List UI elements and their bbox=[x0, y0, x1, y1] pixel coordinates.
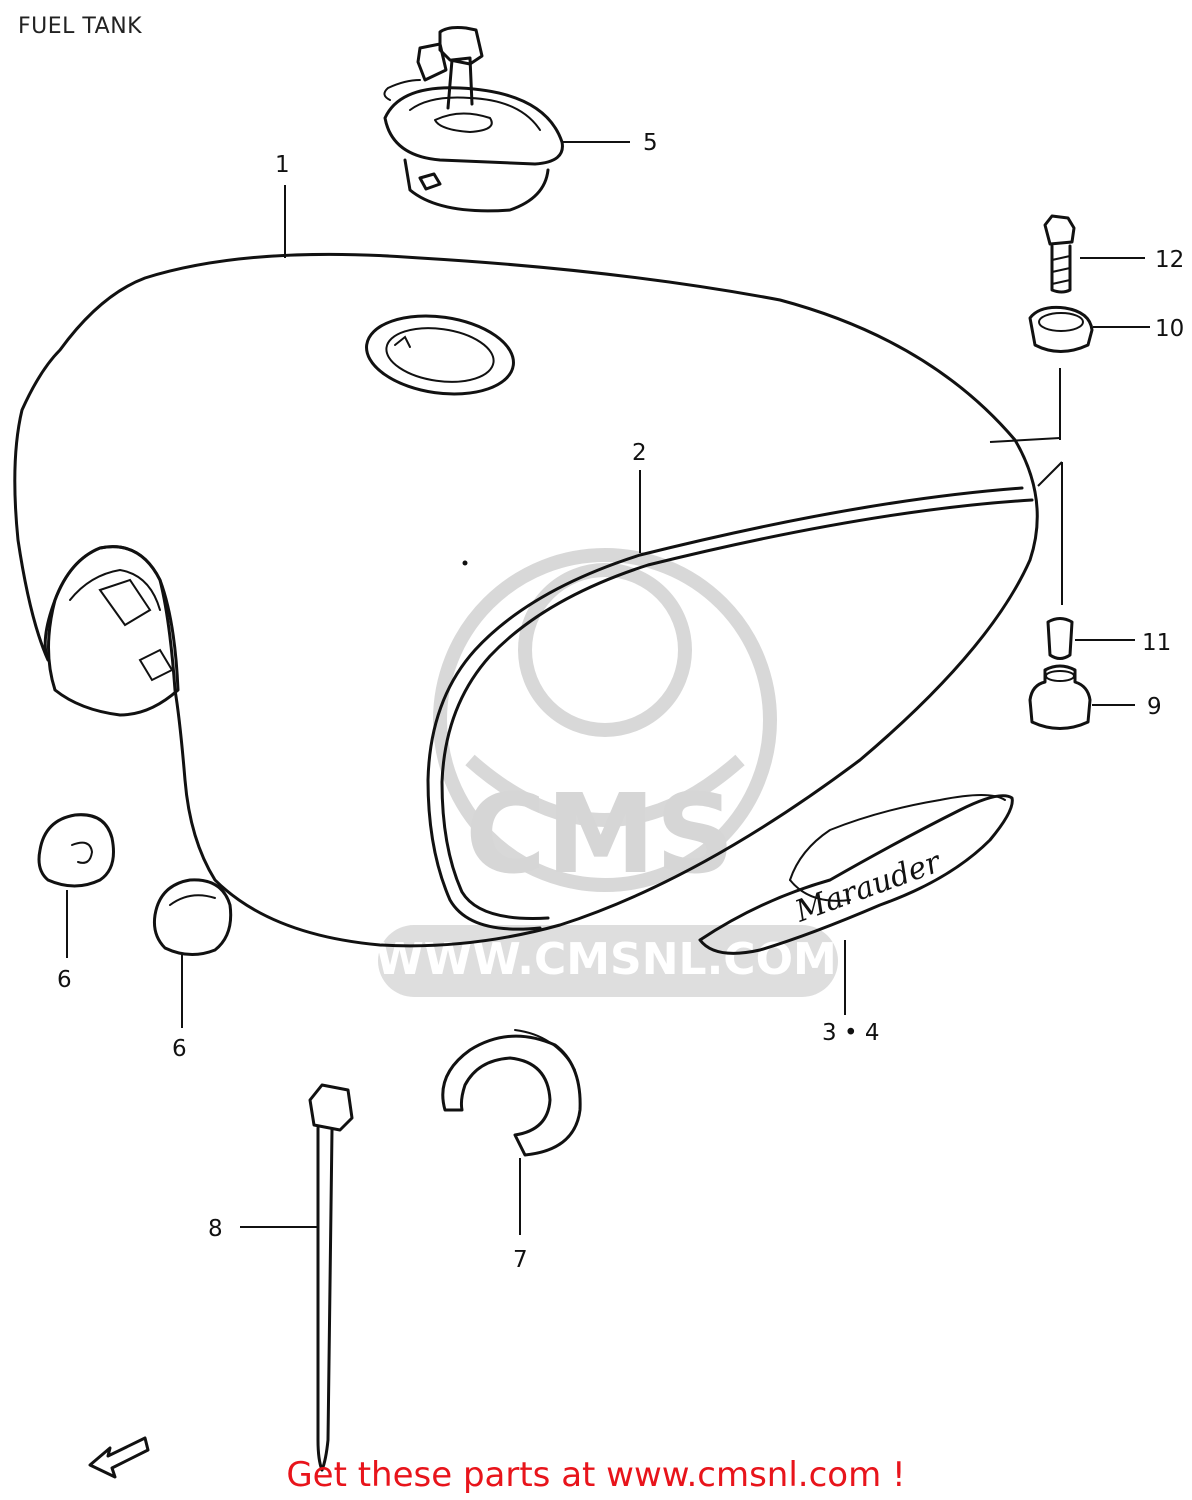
callout-6-b: 6 bbox=[172, 1036, 187, 1062]
fuel-tank-part-1 bbox=[13, 252, 1039, 948]
spacer-part-11 bbox=[1046, 617, 1074, 660]
callout-9: 9 bbox=[1147, 694, 1162, 720]
callout-6-a: 6 bbox=[57, 967, 72, 993]
cushion-part-6-b bbox=[153, 878, 233, 956]
callout-5: 5 bbox=[643, 130, 658, 156]
c-cushion-part-7 bbox=[441, 1029, 582, 1157]
callout-2: 2 bbox=[632, 440, 647, 466]
footer-link-text[interactable]: Get these parts at www.cmsnl.com ! bbox=[286, 1455, 906, 1495]
callout-7: 7 bbox=[513, 1247, 528, 1273]
page-title: FUEL TANK bbox=[18, 14, 143, 39]
grommet-part-10 bbox=[1028, 306, 1094, 353]
callout-labels: 1 2 3 • 4 5 6 6 7 8 9 10 11 12 bbox=[57, 130, 1184, 1273]
fuel-cap-part-5 bbox=[383, 26, 564, 213]
watermark-logo-text: CMS bbox=[465, 770, 734, 898]
leader-lines bbox=[66, 141, 1150, 1235]
callout-12: 12 bbox=[1155, 247, 1184, 273]
callout-3-4: 3 • 4 bbox=[822, 1020, 879, 1046]
callout-10: 10 bbox=[1155, 316, 1184, 342]
bolt-part-12 bbox=[1043, 214, 1076, 294]
forward-arrow-icon bbox=[88, 1436, 150, 1479]
collar-part-9 bbox=[1028, 664, 1092, 730]
callout-8: 8 bbox=[208, 1216, 223, 1242]
watermark-url-text: WWW.CMSNL.COM bbox=[375, 934, 837, 985]
stripe-part-2 bbox=[426, 486, 1034, 931]
cushion-part-6-a bbox=[37, 813, 115, 888]
callout-1: 1 bbox=[275, 152, 290, 178]
watermark-logo: CMS WWW.CMSNL.COM bbox=[375, 548, 838, 997]
callout-11: 11 bbox=[1142, 630, 1171, 656]
cable-tie-part-8 bbox=[308, 1083, 354, 1472]
